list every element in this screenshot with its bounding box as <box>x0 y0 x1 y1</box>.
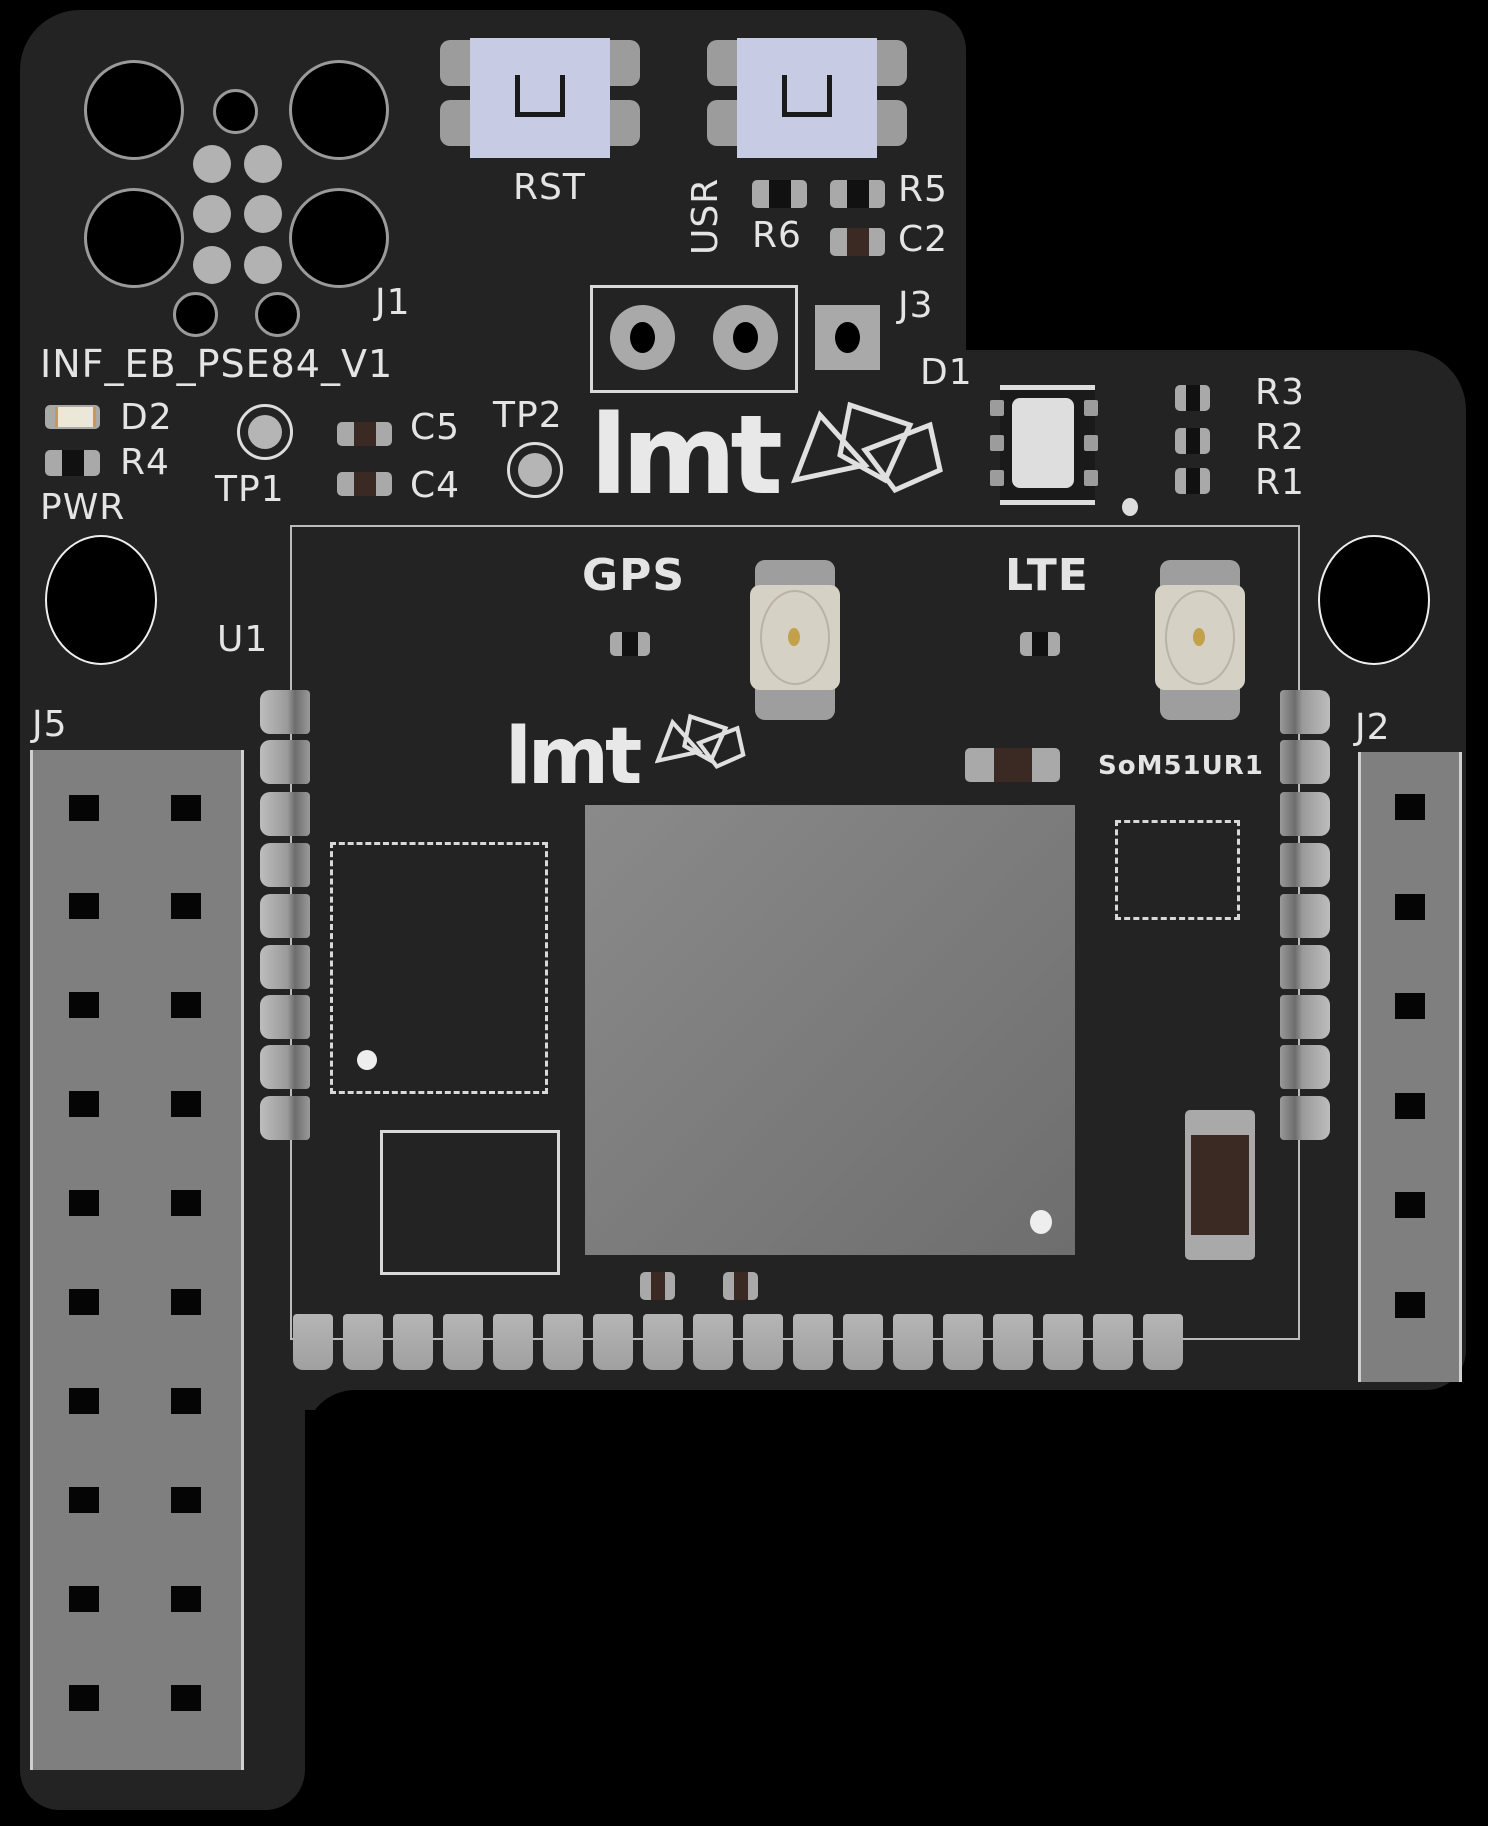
tp2-test-point[interactable] <box>507 442 563 498</box>
soc-pin1-dot <box>1030 1210 1052 1234</box>
j1-mount-hole <box>289 188 389 288</box>
r1-label: R1 <box>1255 462 1305 503</box>
flash-chip-outline <box>380 1130 560 1275</box>
main-soc-shield <box>585 805 1075 1255</box>
r5-resistor <box>830 180 885 208</box>
usr-label: USR <box>685 177 726 255</box>
c2-capacitor <box>830 228 885 256</box>
j1-pin <box>193 195 231 233</box>
rf-component <box>1020 632 1060 656</box>
r1-resistor <box>1175 468 1210 494</box>
r2-label: R2 <box>1255 417 1305 458</box>
r6-resistor <box>752 180 807 208</box>
lmt-logo: lmt <box>590 391 783 519</box>
j3-pin[interactable] <box>610 305 675 370</box>
d1-label: D1 <box>920 352 973 393</box>
d1-pin1-dot <box>1122 498 1138 516</box>
lmt-logo-mark-icon <box>791 401 943 494</box>
j1-mount-hole <box>289 60 389 160</box>
j5-header[interactable] <box>30 750 244 1770</box>
usr-button[interactable] <box>707 30 907 160</box>
c4-label: C4 <box>410 465 461 506</box>
j1-small-hole <box>173 292 218 337</box>
pwr-label: PWR <box>40 487 126 528</box>
memory-chip-outline <box>330 842 548 1094</box>
gps-antenna-connector[interactable] <box>750 560 840 720</box>
j1-pin <box>193 246 231 284</box>
j3-outline <box>590 285 798 393</box>
u1-label: U1 <box>217 619 269 660</box>
tp1-label: TP1 <box>215 469 285 510</box>
lte-label: LTE <box>1005 550 1089 601</box>
tp2-label: TP2 <box>493 395 563 436</box>
j1-small-hole <box>255 292 300 337</box>
j5-label: J5 <box>32 704 68 745</box>
c5-label: C5 <box>410 407 461 448</box>
r4-label: R4 <box>120 442 170 483</box>
bulk-capacitor <box>1185 1110 1255 1260</box>
j3-pin[interactable] <box>713 305 778 370</box>
j2-header[interactable] <box>1358 752 1462 1382</box>
rst-label: RST <box>513 167 586 208</box>
board-cutout-bottom <box>305 1390 1488 1826</box>
j1-small-hole <box>213 89 258 134</box>
module-label: SoM51UR1 <box>1098 751 1264 781</box>
j1-pin <box>244 246 282 284</box>
tp1-test-point[interactable] <box>237 404 293 460</box>
d2-label: D2 <box>120 397 173 438</box>
j1-mount-hole <box>84 188 184 288</box>
sensor-chip-outline <box>1115 820 1240 920</box>
som-capacitor <box>965 748 1060 782</box>
r5-label: R5 <box>898 169 948 210</box>
j1-pin <box>193 145 231 183</box>
j1-label: J1 <box>375 282 411 323</box>
memory-chip-pin1-dot <box>357 1050 377 1070</box>
mount-hole-left <box>45 535 157 665</box>
r4-resistor <box>45 450 100 476</box>
mount-hole-right <box>1318 535 1430 665</box>
rst-button[interactable] <box>440 30 640 160</box>
lmt-module-logo-mark-icon <box>655 713 746 770</box>
capacitor <box>723 1272 758 1300</box>
j3-label: J3 <box>898 285 934 326</box>
c4-capacitor <box>337 472 392 496</box>
board-id-label: INF_EB_PSE84_V1 <box>40 342 394 386</box>
j3-pin-1[interactable] <box>815 305 880 370</box>
r6-label: R6 <box>752 215 802 256</box>
capacitor <box>640 1272 675 1300</box>
c2-label: C2 <box>898 219 949 260</box>
j1-pin <box>244 145 282 183</box>
board-notch <box>966 0 1488 350</box>
j1-pin <box>244 195 282 233</box>
j2-label: J2 <box>1355 707 1391 748</box>
lte-antenna-connector[interactable] <box>1155 560 1245 720</box>
j1-mount-hole <box>84 60 184 160</box>
c5-capacitor <box>337 422 392 446</box>
r2-resistor <box>1175 428 1210 454</box>
d2-led <box>45 405 100 429</box>
gps-label: GPS <box>582 550 686 601</box>
d1-tvs-chip <box>990 380 1110 505</box>
rf-component <box>610 632 650 656</box>
r3-resistor <box>1175 385 1210 411</box>
lmt-module-logo: lmt <box>505 712 642 802</box>
r3-label: R3 <box>1255 372 1305 413</box>
